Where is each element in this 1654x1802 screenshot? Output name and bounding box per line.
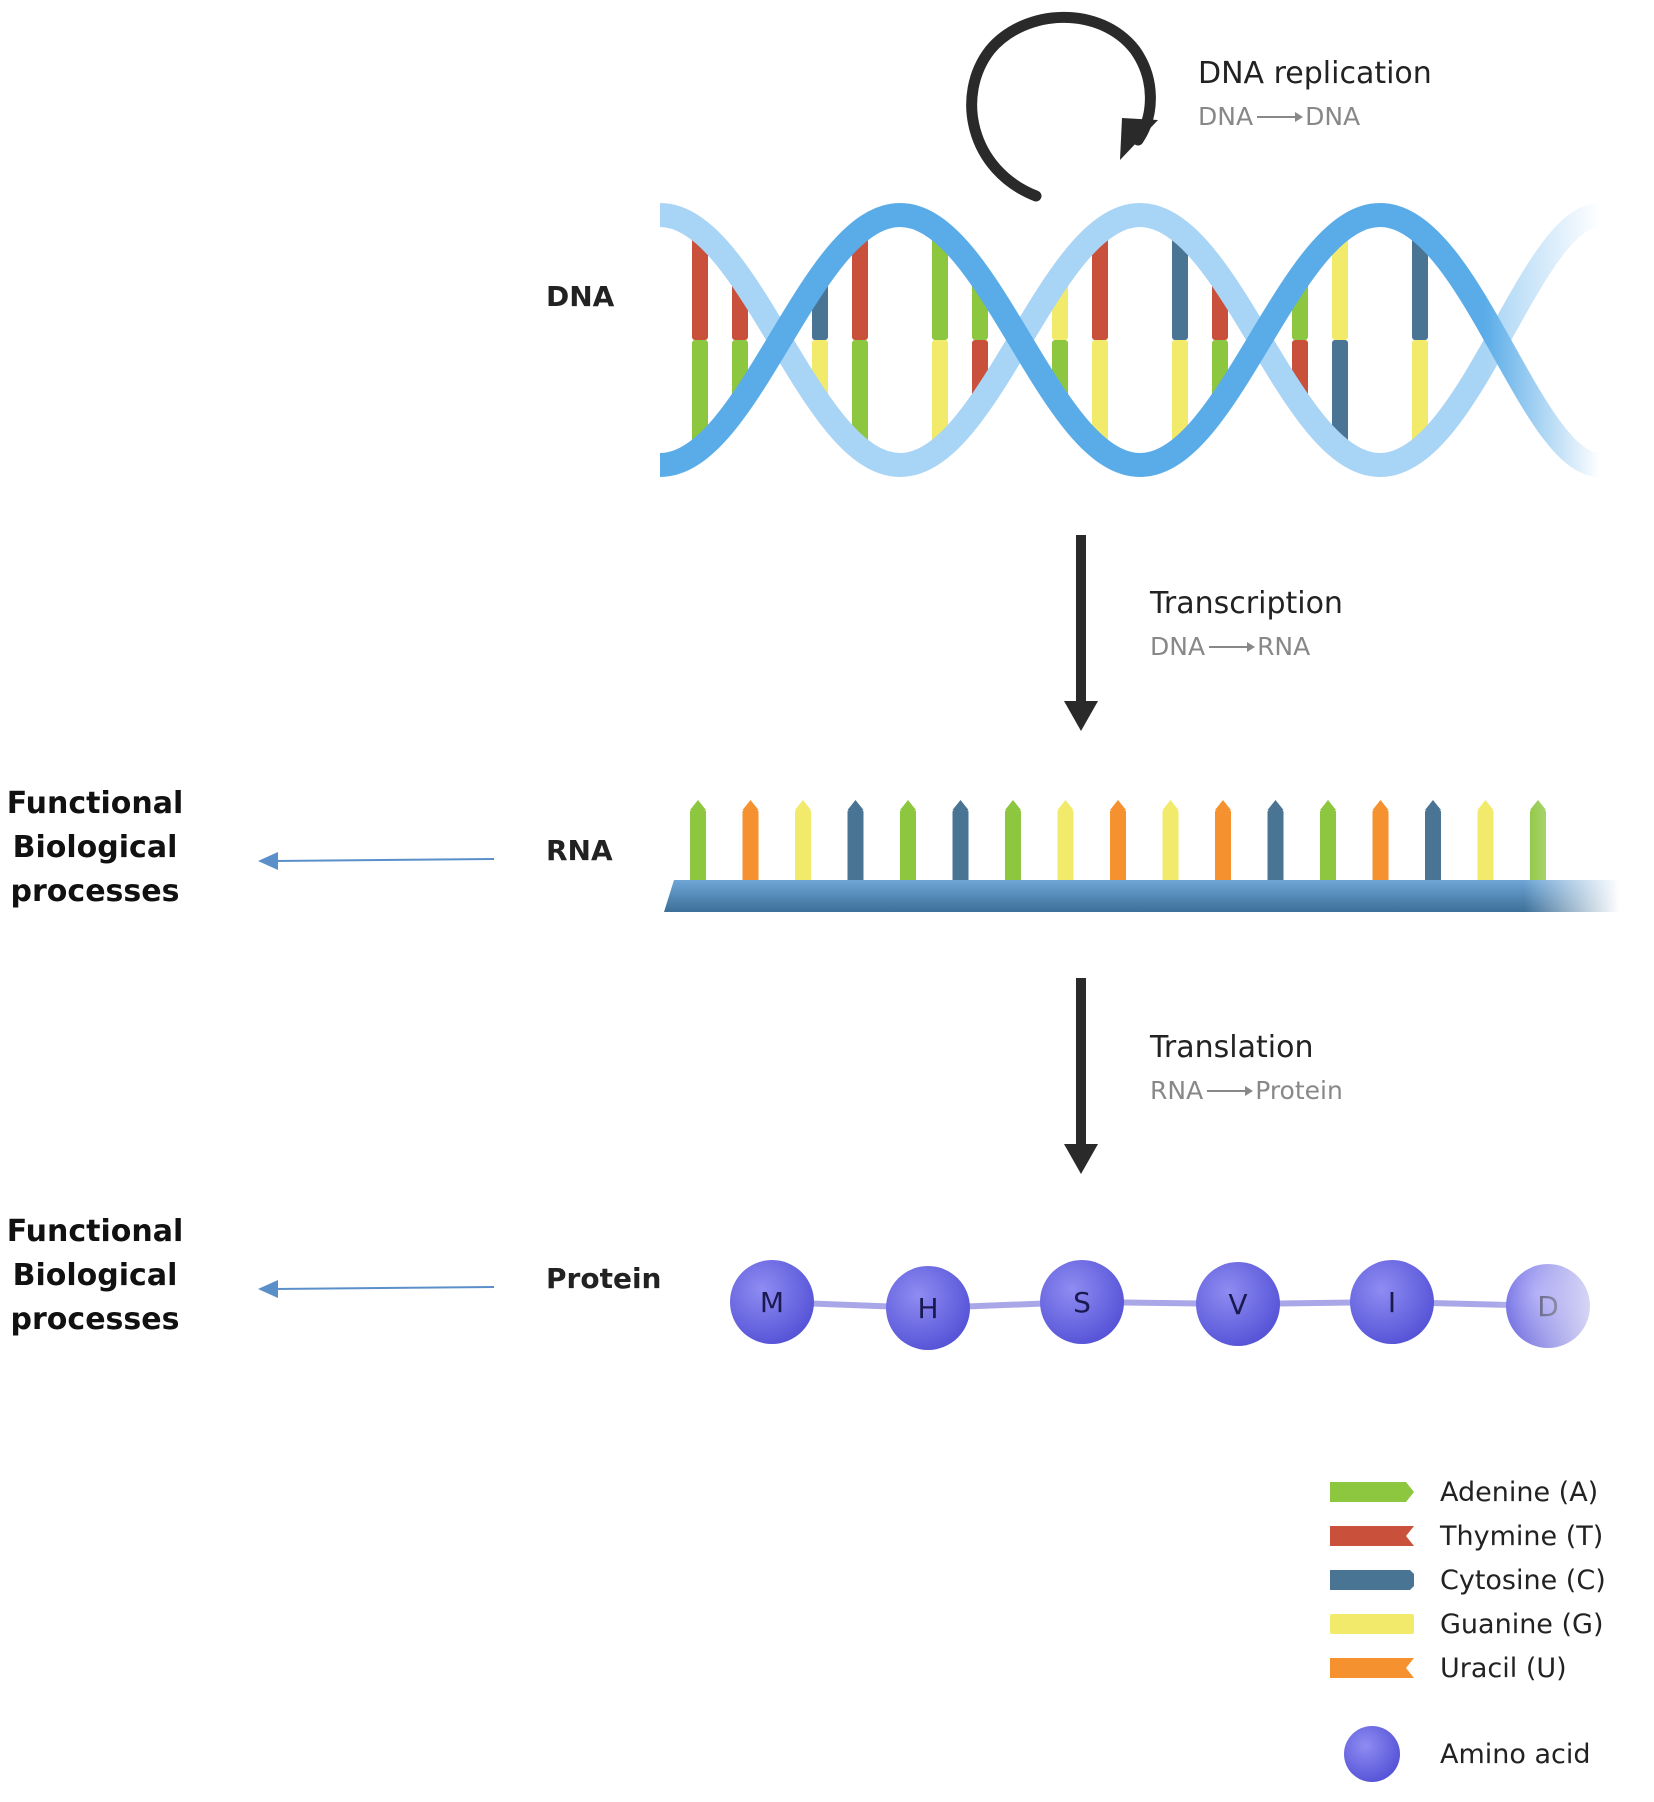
translation-from: RNA [1150, 1076, 1204, 1105]
replication-from: DNA [1198, 102, 1254, 131]
translation-subtitle: RNA Protein [1150, 1076, 1343, 1105]
adenine-swatch [1330, 1482, 1414, 1502]
functional-processes-protein: Functional Biological processes [0, 1210, 190, 1342]
cytosine-swatch [1330, 1570, 1414, 1590]
functional-rna-line-2: Biological [12, 830, 178, 865]
rna-label: RNA [546, 834, 613, 867]
legend-item-cytosine: Cytosine (C) [1330, 1558, 1606, 1602]
transcription-arrow-icon [1209, 641, 1256, 652]
guanine-swatch [1330, 1614, 1414, 1634]
transcription-from: DNA [1150, 632, 1206, 661]
legend-label-amino-acid: Amino acid [1440, 1738, 1591, 1770]
legend-label-guanine: Guanine (G) [1440, 1608, 1604, 1640]
functional-processes-rna: Functional Biological processes [0, 782, 190, 914]
protein-label: Protein [546, 1262, 662, 1295]
replication-title: DNA replication [1198, 56, 1432, 91]
uracil-swatch [1330, 1658, 1414, 1678]
legend-label-thymine: Thymine (T) [1440, 1520, 1604, 1552]
translation-to: Protein [1255, 1076, 1343, 1105]
functional-protein-line-1: Functional [6, 1214, 184, 1249]
legend-label-cytosine: Cytosine (C) [1440, 1564, 1606, 1596]
transcription-arrow [1064, 535, 1098, 731]
replication-to: DNA [1305, 102, 1361, 131]
legend-item-uracil: Uracil (U) [1330, 1646, 1606, 1690]
legend-label-uracil: Uracil (U) [1440, 1652, 1567, 1684]
replication-arrow-icon [1257, 111, 1304, 122]
legend-item-guanine: Guanine (G) [1330, 1602, 1606, 1646]
translation-title: Translation [1150, 1030, 1314, 1065]
replication-cycle-arrow [966, 11, 1158, 202]
dna-double-helix [640, 195, 1600, 485]
thymine-swatch [1330, 1526, 1414, 1546]
rna-strand [660, 790, 1620, 920]
transcription-to: RNA [1257, 632, 1311, 661]
functional-rna-line-3: processes [10, 874, 180, 909]
protein-chain: MHSVID [720, 1240, 1620, 1370]
functional-rna-line-1: Functional [6, 786, 184, 821]
amino-acid-swatch [1344, 1726, 1400, 1782]
translation-arrow [1064, 978, 1098, 1174]
functional-protein-line-2: Biological [12, 1258, 178, 1293]
dna-label: DNA [546, 280, 615, 313]
functional-protein-line-3: processes [10, 1302, 180, 1337]
legend-item-thymine: Thymine (T) [1330, 1514, 1606, 1558]
transcription-subtitle: DNA RNA [1150, 632, 1310, 661]
replication-subtitle: DNA DNA [1198, 102, 1360, 131]
legend: Adenine (A) Thymine (T) Cytosine (C) Gua… [1330, 1470, 1606, 1784]
transcription-title: Transcription [1150, 586, 1343, 621]
translation-arrow-icon [1207, 1085, 1254, 1096]
legend-label-adenine: Adenine (A) [1440, 1476, 1599, 1508]
legend-item-amino-acid: Amino acid [1330, 1724, 1606, 1784]
legend-item-adenine: Adenine (A) [1330, 1470, 1606, 1514]
protein-function-arrow [258, 1280, 495, 1298]
rna-function-arrow [258, 852, 495, 870]
